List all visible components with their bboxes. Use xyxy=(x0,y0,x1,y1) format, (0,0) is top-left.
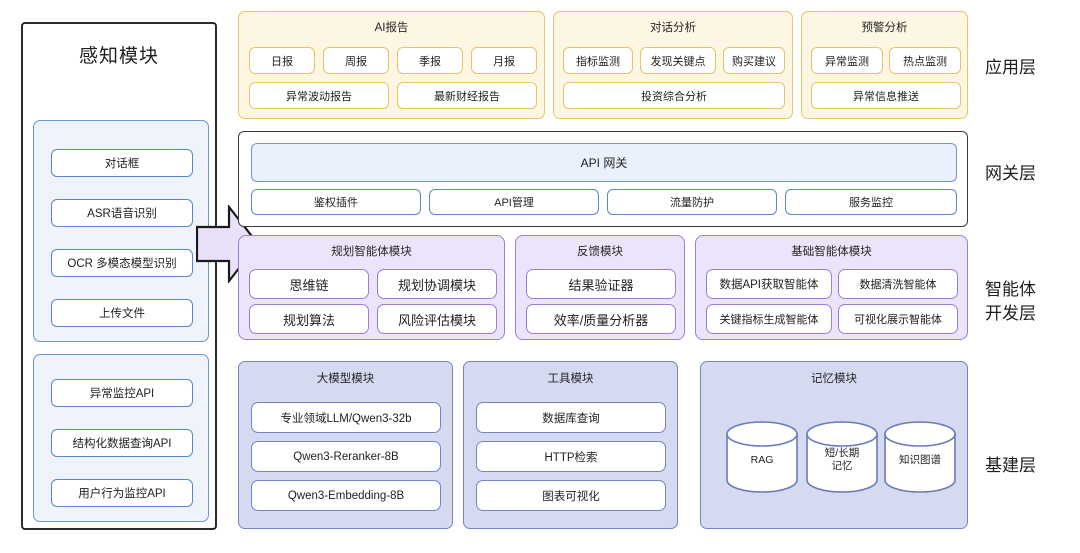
sidebar-item-dialog[interactable]: 对话框 xyxy=(51,149,193,177)
chip-visualization-agent[interactable]: 可视化展示智能体 xyxy=(838,304,958,334)
panel-feedback-title: 反馈模块 xyxy=(577,246,623,258)
panel-ai-report: AI报告 日报 周报 季报 月报 异常波动报告 最新财经报告 xyxy=(238,11,545,119)
chip-chain-of-thought[interactable]: 思维链 xyxy=(249,269,369,299)
sidebar-api-group: 异常监控API 结构化数据查询API 用户行为监控API xyxy=(33,354,209,522)
chip-api-management[interactable]: API管理 xyxy=(429,189,599,215)
chip-service-monitoring[interactable]: 服务监控 xyxy=(785,189,957,215)
chip-find-key-points[interactable]: 发现关键点 xyxy=(640,47,716,74)
chip-domain-llm-qwen3-32b[interactable]: 专业领域LLM/Qwen3-32b xyxy=(251,402,441,433)
chip-traffic-protection[interactable]: 流量防护 xyxy=(607,189,777,215)
chip-quarterly-report[interactable]: 季报 xyxy=(397,47,463,74)
sidebar-item-user-behavior-api[interactable]: 用户行为监控API xyxy=(51,479,193,507)
layer-label-infrastructure: 基建层 xyxy=(985,456,1036,475)
panel-alert-analysis-title: 预警分析 xyxy=(861,22,908,34)
panel-memory-title: 记忆模块 xyxy=(811,373,857,385)
chip-anomaly-monitoring[interactable]: 异常监测 xyxy=(811,47,883,74)
chip-qwen3-reranker-8b[interactable]: Qwen3-Reranker-8B xyxy=(251,441,441,472)
chip-efficiency-quality-analyzer[interactable]: 效率/质量分析器 xyxy=(526,304,676,334)
chip-weekly-report[interactable]: 周报 xyxy=(323,47,389,74)
chip-monthly-report[interactable]: 月报 xyxy=(471,47,537,74)
chip-data-api-agent[interactable]: 数据API获取智能体 xyxy=(706,269,832,299)
api-gateway-box[interactable]: API 网关 xyxy=(251,143,957,182)
infra-layer-band: 大模型模块 专业领域LLM/Qwen3-32b Qwen3-Reranker-8… xyxy=(238,361,968,531)
gateway-layer-band: API 网关 鉴权插件 API管理 流量防护 服务监控 xyxy=(238,131,968,227)
chip-latest-financial-report[interactable]: 最新财经报告 xyxy=(397,82,537,109)
panel-llm-title: 大模型模块 xyxy=(316,373,375,385)
chip-anomaly-info-push[interactable]: 异常信息推送 xyxy=(811,82,961,109)
sidebar-item-anomaly-api[interactable]: 异常监控API xyxy=(51,379,193,407)
cylinder-short-long-memory-icon[interactable] xyxy=(805,420,879,494)
chip-database-query[interactable]: 数据库查询 xyxy=(476,402,666,433)
sidebar-item-asr[interactable]: ASR语音识别 xyxy=(51,199,193,227)
panel-planning-agent-title: 规划智能体模块 xyxy=(331,246,412,258)
layer-label-gateway: 网关层 xyxy=(985,164,1036,183)
panel-tools-title: 工具模块 xyxy=(547,373,594,385)
panel-alert-analysis: 预警分析 异常监测 热点监测 异常信息推送 xyxy=(801,11,968,119)
cylinder-rag-icon[interactable] xyxy=(725,420,799,494)
panel-ai-report-title: AI报告 xyxy=(374,22,409,34)
panel-dialog-analysis: 对话分析 指标监测 发现关键点 购买建议 投资综合分析 xyxy=(553,11,793,119)
chip-hotspot-monitoring[interactable]: 热点监测 xyxy=(889,47,961,74)
chip-investment-comprehensive-analysis[interactable]: 投资综合分析 xyxy=(563,82,785,109)
chip-planning-coordination[interactable]: 规划协调模块 xyxy=(377,269,497,299)
layer-label-application: 应用层 xyxy=(985,58,1036,77)
chip-risk-assessment[interactable]: 风险评估模块 xyxy=(377,304,497,334)
agent-layer-band: 规划智能体模块 思维链 规划协调模块 规划算法 风险评估模块 反馈模块 结果验证… xyxy=(238,235,968,343)
chip-result-validator[interactable]: 结果验证器 xyxy=(526,269,676,299)
chip-purchase-advice[interactable]: 购买建议 xyxy=(723,47,785,74)
layer-label-agent-dev: 智能体 开发层 xyxy=(985,280,1036,323)
panel-base-agent-module: 基础智能体模块 数据API获取智能体 数据清洗智能体 关键指标生成智能体 可视化… xyxy=(695,235,968,340)
sidebar-item-structured-query-api[interactable]: 结构化数据查询API xyxy=(51,429,193,457)
cylinder-knowledge-graph-icon[interactable] xyxy=(883,420,957,494)
chip-metric-monitoring[interactable]: 指标监测 xyxy=(563,47,633,74)
chip-qwen3-embedding-8b[interactable]: Qwen3-Embedding-8B xyxy=(251,480,441,511)
chip-anomaly-fluctuation-report[interactable]: 异常波动报告 xyxy=(249,82,389,109)
sidebar-item-upload[interactable]: 上传文件 xyxy=(51,299,193,327)
chip-auth-plugin[interactable]: 鉴权插件 xyxy=(251,189,421,215)
panel-base-agent-title: 基础智能体模块 xyxy=(791,246,872,258)
panel-tools-module: 工具模块 数据库查询 HTTP检索 图表可视化 xyxy=(463,361,678,529)
gateway-layer-container: API 网关 鉴权插件 API管理 流量防护 服务监控 xyxy=(238,131,968,227)
application-layer-band: AI报告 日报 周报 季报 月报 异常波动报告 最新财经报告 对话分析 指标监测… xyxy=(238,11,968,123)
chip-chart-visualization[interactable]: 图表可视化 xyxy=(476,480,666,511)
chip-http-retrieval[interactable]: HTTP检索 xyxy=(476,441,666,472)
chip-key-metric-agent[interactable]: 关键指标生成智能体 xyxy=(706,304,832,334)
panel-llm-module: 大模型模块 专业领域LLM/Qwen3-32b Qwen3-Reranker-8… xyxy=(238,361,453,529)
panel-feedback-module: 反馈模块 结果验证器 效率/质量分析器 xyxy=(515,235,685,340)
panel-memory-module: 记忆模块 RAG 短/长期 记忆 知识图谱 xyxy=(700,361,968,529)
chip-planning-algorithm[interactable]: 规划算法 xyxy=(249,304,369,334)
panel-planning-agent-module: 规划智能体模块 思维链 规划协调模块 规划算法 风险评估模块 xyxy=(238,235,505,340)
sidebar-input-group: 对话框 ASR语音识别 OCR 多模态模型识别 上传文件 xyxy=(33,120,209,342)
perception-module-title: 感知模块 xyxy=(78,46,159,67)
chip-data-cleaning-agent[interactable]: 数据清洗智能体 xyxy=(838,269,958,299)
panel-dialog-analysis-title: 对话分析 xyxy=(650,22,696,34)
sidebar-item-ocr[interactable]: OCR 多模态模型识别 xyxy=(51,249,193,277)
chip-daily-report[interactable]: 日报 xyxy=(249,47,315,74)
perception-module-panel: 感知模块 对话框 ASR语音识别 OCR 多模态模型识别 上传文件 异常监控AP… xyxy=(21,22,217,530)
